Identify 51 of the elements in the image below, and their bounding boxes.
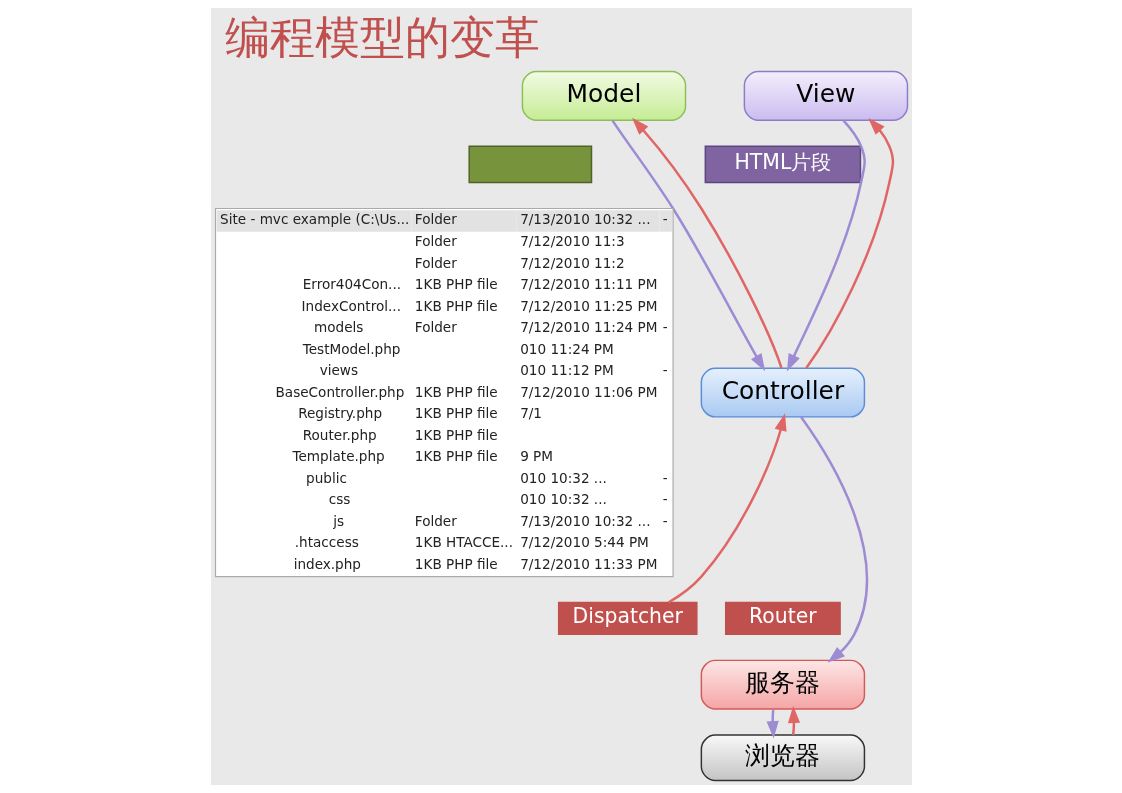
label: 7/12/2010 11:06 PM bbox=[519, 383, 657, 400]
label: models bbox=[313, 319, 363, 336]
label: views bbox=[319, 362, 358, 379]
label: - bbox=[662, 512, 668, 529]
label: - bbox=[662, 362, 668, 379]
label: Folder bbox=[414, 512, 457, 529]
label: 7/13/2010 10:32 ... bbox=[519, 512, 651, 529]
label: public bbox=[305, 469, 347, 486]
label: 7/12/2010 11:3 bbox=[519, 232, 625, 249]
label: - bbox=[662, 319, 668, 336]
label: 7/13/2010 10:32 ... bbox=[519, 211, 651, 228]
label: css bbox=[328, 491, 350, 508]
label: 010 10:32 ... bbox=[519, 469, 607, 486]
label: 1KB PHP file bbox=[414, 426, 498, 443]
label: Folder bbox=[414, 211, 457, 228]
label: Folder bbox=[414, 232, 457, 249]
label: - bbox=[662, 491, 668, 508]
label: TestModel.php bbox=[302, 340, 400, 357]
label: Error404Con... bbox=[302, 276, 401, 293]
label: 1KB HTACCE... bbox=[414, 534, 513, 551]
label: Folder bbox=[414, 254, 457, 271]
label: 010 11:12 PM bbox=[519, 362, 614, 379]
label: 7/1 bbox=[519, 405, 542, 422]
label: BaseController.php bbox=[275, 383, 404, 400]
label: - bbox=[662, 211, 668, 228]
label: 1KB PHP file bbox=[414, 555, 498, 572]
label: Template.php bbox=[292, 448, 385, 465]
label: js bbox=[332, 512, 344, 529]
label: 1KB PHP file bbox=[414, 297, 498, 314]
label: 7/12/2010 11:33 PM bbox=[519, 555, 657, 572]
label: Router.php bbox=[302, 426, 377, 443]
diagram-title: 编程模型的变革 bbox=[224, 11, 540, 65]
label: 7/12/2010 11:25 PM bbox=[519, 297, 657, 314]
label: 010 10:32 ... bbox=[519, 491, 607, 508]
label: 1KB PHP file bbox=[414, 383, 498, 400]
label: 1KB PHP file bbox=[414, 276, 498, 293]
label: Site - mvc example (C:\Us... bbox=[219, 211, 409, 228]
label: Registry.php bbox=[297, 405, 382, 422]
label: 1KB PHP file bbox=[414, 405, 498, 422]
label: 7/12/2010 11:11 PM bbox=[519, 276, 657, 293]
label: 7/12/2010 11:24 PM bbox=[519, 319, 657, 336]
label: .htaccess bbox=[294, 534, 359, 551]
label: IndexControl... bbox=[301, 297, 401, 314]
label: 7/12/2010 11:2 bbox=[519, 254, 625, 271]
label: index.php bbox=[293, 555, 361, 572]
label: - bbox=[662, 469, 668, 486]
label: Folder bbox=[414, 319, 457, 336]
label: 7/12/2010 5:44 PM bbox=[519, 534, 649, 551]
label: 010 11:24 PM bbox=[519, 340, 614, 357]
label: 9 PM bbox=[519, 448, 553, 465]
label: 1KB PHP file bbox=[414, 448, 498, 465]
